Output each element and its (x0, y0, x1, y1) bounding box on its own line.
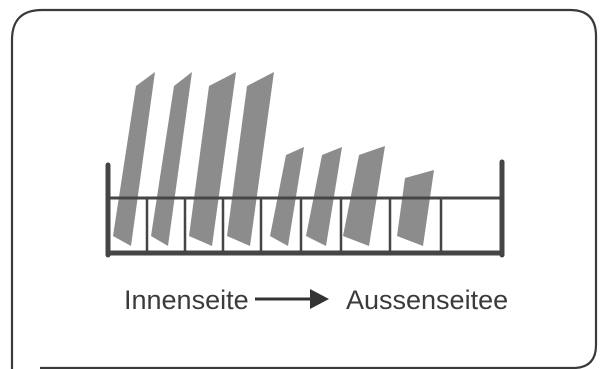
dish-rack (105, 159, 505, 258)
plate-1 (113, 72, 155, 246)
plate-4 (227, 72, 274, 246)
inner-side-label: Innenseite (124, 285, 249, 315)
plate-7 (343, 146, 385, 246)
plate-8 (397, 170, 434, 246)
plate-3 (189, 72, 236, 246)
plates (113, 72, 434, 246)
frame-border (10, 8, 598, 369)
outer-side-label: Aussenseitee (346, 285, 509, 315)
plate-2 (151, 72, 192, 246)
rack-dividers (145, 196, 443, 255)
arrow-right-icon (255, 289, 329, 309)
